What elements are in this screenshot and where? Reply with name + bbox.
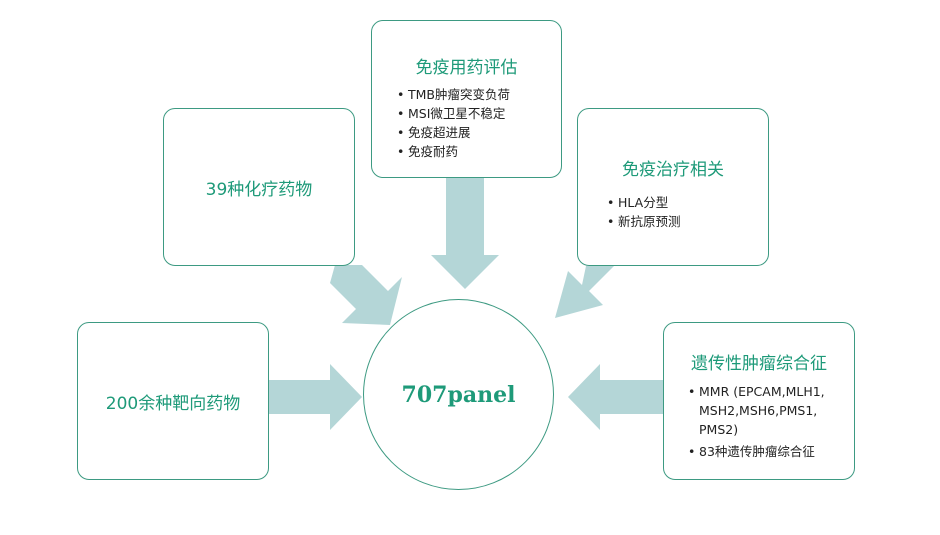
immune-drug-list: TMB肿瘤突变负荷 MSI微卫星不稳定 免疫超进展 免疫耐药 — [397, 85, 561, 161]
targeted-box: 200余种靶向药物 — [77, 322, 269, 480]
arrow-left — [268, 364, 362, 430]
list-item: MSI微卫星不稳定 — [397, 104, 561, 123]
list-item: HLA分型 — [607, 193, 768, 212]
hereditary-box: 遗传性肿瘤综合征 MMR (EPCAM,MLH1, MSH2,MSH6,PMS1… — [663, 322, 855, 480]
arrow-top-right — [555, 266, 614, 318]
list-item: 免疫超进展 — [397, 123, 561, 142]
hereditary-list: MMR (EPCAM,MLH1, MSH2,MSH6,PMS1, PMS2) 8… — [688, 382, 842, 461]
list-item: TMB肿瘤突变负荷 — [397, 85, 561, 104]
hereditary-title: 遗传性肿瘤综合征 — [691, 354, 827, 374]
immune-drug-title: 免疫用药评估 — [415, 58, 518, 78]
immune-therapy-box: 免疫治疗相关 HLA分型 新抗原预测 — [577, 108, 769, 266]
immune-therapy-list: HLA分型 新抗原预测 — [607, 193, 768, 231]
arrow-right — [568, 364, 663, 430]
list-item: 83种遗传肿瘤综合征 — [688, 442, 842, 461]
center-label: 707panel — [401, 381, 516, 408]
arrow-top — [431, 178, 499, 289]
list-item: MMR (EPCAM,MLH1, MSH2,MSH6,PMS1, PMS2) — [688, 382, 842, 439]
chemo-title: 39种化疗药物 — [205, 179, 313, 200]
immune-therapy-title: 免疫治疗相关 — [622, 160, 724, 180]
chemo-box: 39种化疗药物 — [163, 108, 355, 266]
center-circle: 707panel — [363, 299, 554, 490]
immune-drug-box: 免疫用药评估 TMB肿瘤突变负荷 MSI微卫星不稳定 免疫超进展 免疫耐药 — [371, 20, 562, 178]
targeted-title: 200余种靶向药物 — [105, 393, 241, 414]
list-item: 免疫耐药 — [397, 142, 561, 161]
arrow-top-left — [330, 265, 402, 325]
list-item: 新抗原预测 — [607, 212, 768, 231]
